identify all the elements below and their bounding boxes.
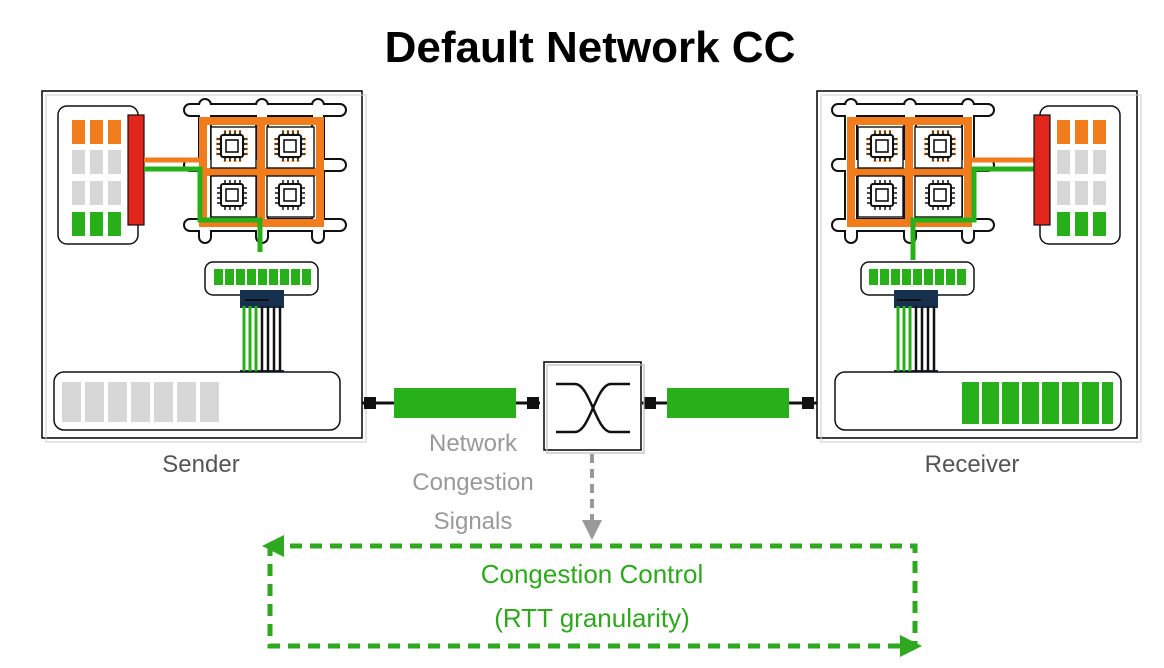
sender-host-memory-slots bbox=[62, 382, 219, 422]
congestion-control-loop: Congestion Control (RTT granularity) bbox=[262, 535, 922, 657]
signal-label: Network Congestion Signals bbox=[412, 430, 533, 535]
arrow-right-icon bbox=[900, 635, 922, 657]
switch-crossover-icon bbox=[556, 382, 630, 434]
sender-memory-bus bbox=[127, 114, 145, 226]
arrow-left-icon bbox=[262, 535, 284, 557]
receiver-host-shadow bbox=[820, 94, 1142, 443]
arrow-down-icon bbox=[582, 520, 602, 540]
receiver-memory-bus bbox=[1033, 114, 1051, 226]
network-switch bbox=[543, 361, 645, 454]
receiver-label: Receiver bbox=[925, 451, 1020, 478]
signal-arrow bbox=[582, 454, 602, 540]
signal-label-line-2: Congestion bbox=[412, 469, 533, 496]
congestion-control-subtitle: (RTT granularity) bbox=[494, 603, 690, 633]
receiver-host: Receiver bbox=[816, 90, 1142, 478]
sender-label: Sender bbox=[162, 451, 239, 478]
sender-cpu-grid bbox=[144, 98, 347, 252]
receiver-host-memory-slots bbox=[962, 382, 1113, 424]
receiver-nic-queue bbox=[869, 269, 966, 285]
receiver-buffer-cells bbox=[1057, 120, 1106, 236]
sender-host-shadow bbox=[45, 94, 367, 443]
signal-label-line-1: Network bbox=[429, 430, 518, 457]
sender-nic-queue bbox=[214, 269, 311, 285]
congestion-control-title: Congestion Control bbox=[481, 559, 704, 589]
network-path bbox=[362, 388, 817, 418]
receiver-cpu-grid bbox=[831, 98, 1036, 260]
receiver-link-cable bbox=[667, 388, 789, 418]
page-title: Default Network CC bbox=[385, 23, 796, 72]
sender-link-cable bbox=[394, 388, 516, 418]
sender-buffer-cells bbox=[72, 120, 121, 236]
signal-label-line-3: Signals bbox=[434, 508, 513, 535]
sender-host: Sender bbox=[41, 90, 367, 478]
